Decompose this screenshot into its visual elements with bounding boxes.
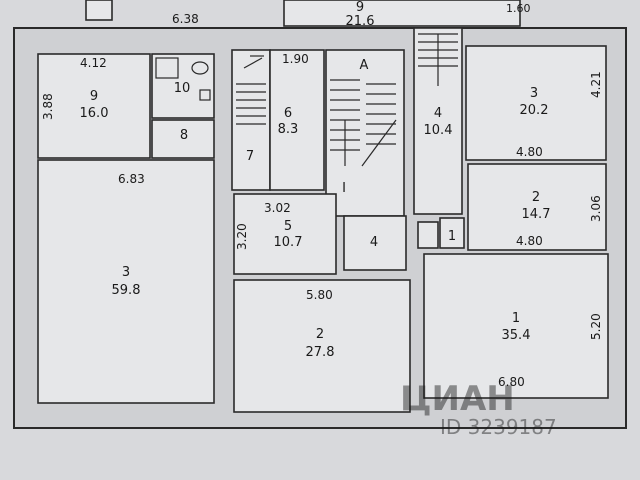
room-1-large — [423, 253, 609, 399]
dim-right-low-width: 4.80 — [516, 234, 543, 248]
label-r3-big-num: 3 — [122, 265, 130, 280]
room-9 — [37, 53, 151, 159]
stair-a — [325, 49, 405, 217]
room-6 — [269, 49, 325, 191]
label-r3-big-area: 59.8 — [112, 283, 141, 298]
room-4-small — [343, 215, 407, 271]
label-r4-stair-area: 10.4 — [424, 123, 453, 138]
label-r2-right-num: 2 — [532, 190, 540, 205]
room-2-mid — [233, 279, 411, 413]
room-labels: 9 21.6 9 16.0 10 8 7 6 8.3 A I 5 10.7 4 … — [80, 0, 551, 360]
closet — [417, 221, 439, 249]
dim-r5-width: 3.02 — [264, 201, 291, 215]
label-r1-big-num: 1 — [512, 311, 520, 326]
label-r2-mid-area: 27.8 — [306, 345, 335, 360]
label-r5-area: 10.7 — [274, 235, 303, 250]
dim-right-2-height: 3.06 — [589, 195, 603, 222]
watermark-id: ID 3239187 — [440, 415, 557, 439]
label-r9-num: 9 — [90, 89, 98, 104]
dim-r3-width: 6.83 — [118, 172, 145, 186]
label-r3-right-num: 3 — [530, 86, 538, 101]
dim-r1-width: 6.80 — [498, 375, 525, 389]
label-r4-stair-num: 4 — [434, 106, 442, 121]
stair-7 — [236, 55, 266, 125]
label-r9-area: 16.0 — [80, 106, 109, 121]
watermark-brand: ЦИАН — [400, 379, 515, 419]
watermark: ЦИАН ID 3239187 — [400, 379, 557, 439]
room-2-right — [467, 163, 607, 251]
room-3-large — [37, 159, 215, 404]
label-r6-num: 6 — [284, 106, 292, 121]
dim-right-top-height: 4.21 — [589, 71, 603, 98]
top-room-strip — [283, 0, 521, 27]
label-r3-right-area: 20.2 — [520, 103, 549, 118]
label-r1-big-area: 35.4 — [502, 328, 531, 343]
label-r1-small: 1 — [448, 229, 456, 244]
label-top-center-area: 21.6 — [346, 14, 375, 29]
room-1-small — [439, 217, 465, 249]
room-10 — [151, 53, 215, 119]
dim-r1-height: 5.20 — [589, 313, 603, 340]
dim-r9-width: 4.12 — [80, 56, 107, 70]
label-r2-right-area: 14.7 — [522, 207, 551, 222]
label-r4-small: 4 — [370, 235, 378, 250]
label-top-center-num: 9 — [356, 0, 364, 15]
top-stair-stub — [85, 0, 113, 21]
label-r2-mid-num: 2 — [316, 327, 324, 342]
dim-r9-height: 3.88 — [41, 93, 55, 120]
label-r8: 8 — [180, 128, 188, 143]
dim-r5-height: 3.20 — [235, 223, 249, 250]
label-r7: 7 — [246, 149, 254, 164]
stair-4-steps — [418, 33, 458, 86]
dim-r2-width: 5.80 — [306, 288, 333, 302]
room-7 — [231, 49, 271, 191]
label-stair-a: A — [360, 58, 369, 73]
dimension-labels: 6.38 1.60 4.12 3.88 1.90 6.83 3.02 3.20 … — [41, 2, 603, 389]
label-r5-num: 5 — [284, 219, 292, 234]
label-r6-area: 8.3 — [278, 122, 299, 137]
dim-r6-width: 1.90 — [282, 52, 309, 66]
room-3-right — [465, 45, 607, 161]
dim-top-left: 6.38 — [172, 12, 199, 26]
room-8 — [151, 119, 215, 159]
label-r10: 10 — [174, 81, 191, 96]
dim-right-mid-width: 4.80 — [516, 145, 543, 159]
label-stair-i: I — [342, 181, 346, 196]
room-5 — [233, 193, 337, 275]
stair-a-steps — [330, 79, 397, 167]
bath-fixtures — [155, 57, 211, 101]
dim-top-right: 1.60 — [506, 2, 531, 15]
